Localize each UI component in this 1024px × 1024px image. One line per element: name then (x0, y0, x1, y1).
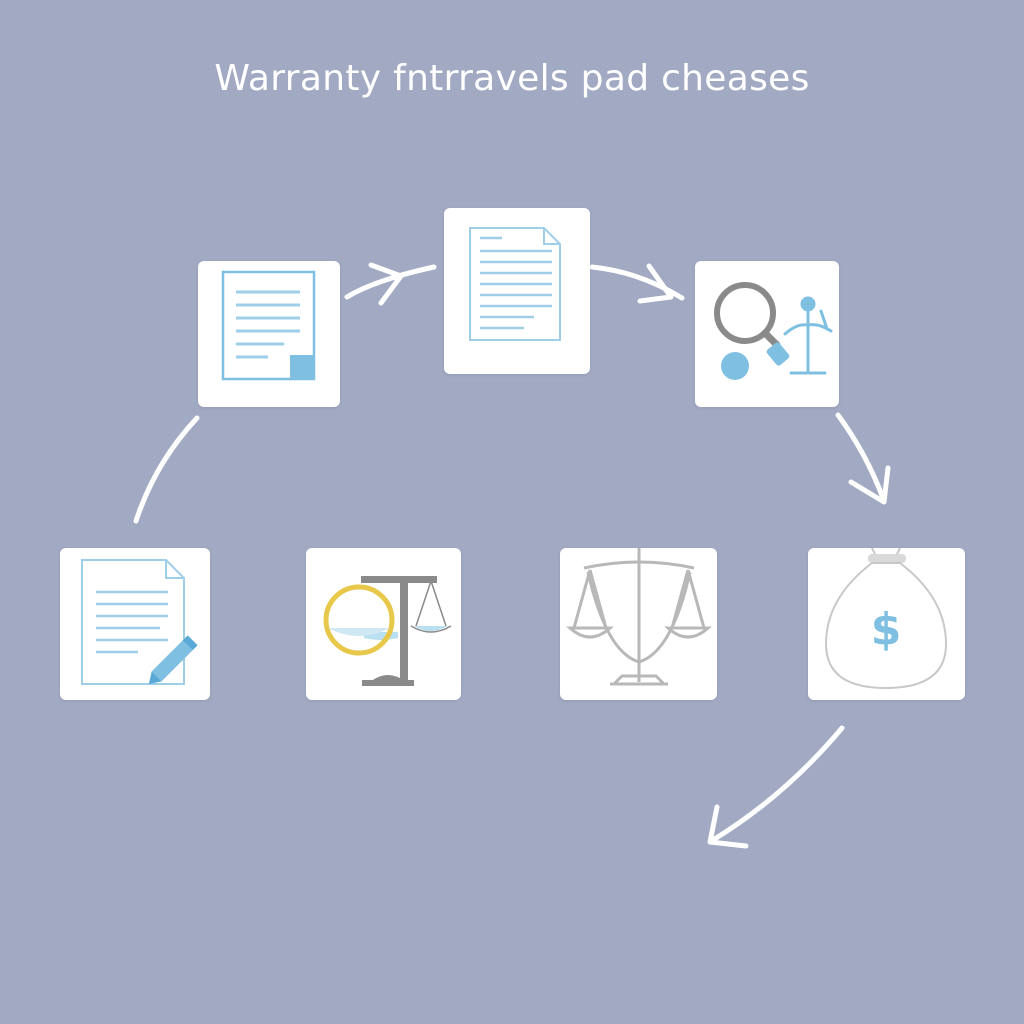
arrow-contract-to-document (344, 264, 437, 300)
step-card-contract (198, 261, 340, 407)
arrow-document-to-inspection (589, 264, 685, 301)
step-card-inspection (695, 261, 839, 407)
money-bag-dollar-icon: $ (824, 548, 948, 690)
magnifier-inspection-icon (714, 282, 833, 380)
step-card-document (444, 208, 590, 374)
arrowhead (637, 263, 674, 304)
arrow-inspection-to-payment (835, 412, 886, 501)
step-card-claim-form (60, 548, 210, 700)
balance-scales-icon (566, 548, 712, 686)
document-page-icon (469, 227, 561, 341)
arrow-payment-outward (710, 725, 845, 843)
arrowhead (707, 804, 749, 849)
balance-ring-icon (323, 576, 452, 686)
claim-form-pencil-icon (81, 559, 198, 685)
dollar-sign-icon: $ (871, 604, 902, 655)
arc-claim-to-contract (133, 415, 200, 524)
step-card-balance-ring (306, 548, 461, 700)
diagram-title: Warranty fntrravels pad cheases (214, 58, 810, 99)
arrowhead (368, 262, 404, 306)
step-card-payment: $ (808, 548, 965, 700)
arrowhead (848, 465, 891, 505)
step-card-scales (560, 548, 717, 700)
contract-document-icon (221, 270, 316, 381)
